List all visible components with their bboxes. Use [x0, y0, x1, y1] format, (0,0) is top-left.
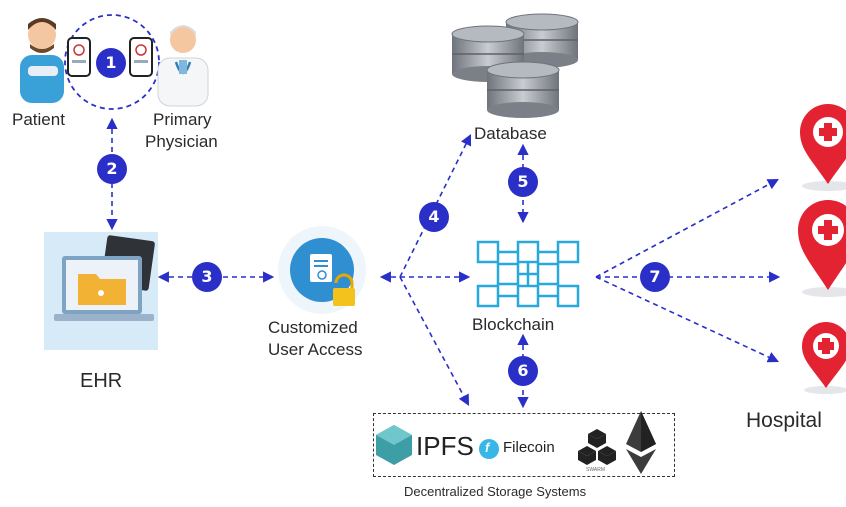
database-label: Database: [474, 124, 547, 143]
physician-label-line2: Physician: [145, 132, 218, 151]
arrow-7-top: [595, 178, 779, 278]
storage-label: Decentralized Storage Systems: [404, 484, 587, 499]
ethereum-logo-icon: [626, 411, 656, 474]
patient-label: Patient: [12, 110, 65, 129]
step-1-badge: 1: [96, 48, 126, 78]
swarm-logo-icon: [578, 429, 616, 465]
blockchain-icon: [476, 240, 580, 308]
storage-box: [373, 413, 675, 477]
swarm-label: SWARM: [586, 467, 605, 473]
patient-icon: [20, 18, 64, 103]
phone-icon: [129, 37, 153, 77]
ehr-label: EHR: [80, 370, 123, 392]
ipfs-label: IPFS: [416, 431, 474, 461]
filecoin-logo-icon: [479, 439, 499, 459]
hospital-pin-icon: [798, 200, 846, 297]
physician-label-line1: Primary: [153, 110, 212, 129]
phone-icon: [67, 37, 91, 77]
blockchain-label: Blockchain: [472, 315, 555, 334]
hospital-pin-icon: [802, 322, 846, 394]
hospital-pin-icon: [800, 104, 846, 191]
step-6-badge: 6: [508, 356, 538, 386]
user-access-icon: [278, 226, 366, 314]
step-5-badge: 5: [508, 167, 538, 197]
database-icon: [451, 13, 579, 118]
step-2-badge: 2: [97, 154, 127, 184]
ehr-icon: [44, 232, 158, 350]
step-3-badge: 3: [192, 262, 222, 292]
exchange-cycle: [64, 14, 160, 110]
filecoin-label: Filecoin: [503, 439, 555, 456]
filecoin-glyph: f: [485, 440, 490, 455]
arrow-7-bottom: [595, 276, 780, 363]
hospital-label: Hospital: [746, 409, 822, 432]
ipfs-logo-icon: [376, 425, 412, 465]
access-label-line1: Customized: [268, 318, 358, 337]
access-label-line2: User Access: [268, 340, 363, 359]
arrow-to-storage: [399, 276, 470, 406]
physician-icon: [157, 25, 209, 107]
step-7-badge: 7: [640, 262, 670, 292]
step-4-badge: 4: [419, 202, 449, 232]
